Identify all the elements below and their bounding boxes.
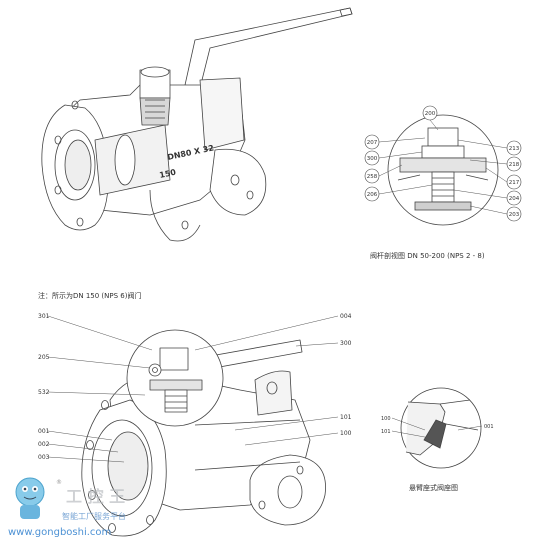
callout-301: 301 <box>38 313 50 320</box>
callout-207: 207 <box>364 134 380 150</box>
callout-200: 200 <box>422 105 438 121</box>
watermark: ® 工 控 王 智能工厂服务平台 www.gongboshi.com <box>8 477 126 538</box>
callout-100: 100 <box>340 430 352 437</box>
stamp-line-2: 150 <box>159 168 178 180</box>
svg-text:200: 200 <box>425 111 436 117</box>
mascot-icon <box>15 477 45 519</box>
watermark-url: www.gongboshi.com <box>8 527 111 538</box>
callout-217: 217 <box>506 174 522 190</box>
callout-300: 300 <box>364 150 380 166</box>
callout-003: 003 <box>38 454 50 461</box>
seat-detail-caption: 悬臂座式阀座图 <box>409 483 458 492</box>
svg-text:213: 213 <box>509 146 520 152</box>
note-text: 注：所示为DN 150 (NPS 6)阀门 <box>38 291 141 300</box>
callout-002: 002 <box>38 441 50 448</box>
svg-text:204: 204 <box>509 196 520 202</box>
callout-203: 203 <box>506 206 522 222</box>
callout-213: 213 <box>506 140 522 156</box>
top-valve-drawing <box>41 7 353 242</box>
watermark-subtitle: 智能工厂服务平台 <box>62 511 126 521</box>
svg-text:203: 203 <box>509 212 520 218</box>
callout-101: 101 <box>340 414 352 421</box>
callout-004: 004 <box>340 313 352 320</box>
bottom-leader-lines <box>47 315 339 463</box>
callout-300: 300 <box>340 340 352 347</box>
seat-callout-100: 100 <box>381 416 391 422</box>
watermark-brand: 工 控 王 <box>66 487 125 506</box>
stem-detail-callouts: 200 207 300 258 206 213 218 217 <box>364 105 522 222</box>
callout-258: 258 <box>364 168 380 184</box>
svg-text:206: 206 <box>367 192 378 198</box>
callout-205: 205 <box>38 354 50 361</box>
seat-detail-leaders <box>391 417 483 439</box>
bottom-callouts: 301 205 532 001 002 003 004 300 101 100 <box>38 313 352 461</box>
stem-detail-drawing <box>387 114 499 226</box>
svg-text:218: 218 <box>509 162 520 168</box>
svg-text:207: 207 <box>367 140 378 146</box>
callout-532: 532 <box>38 389 50 396</box>
seat-callout-001: 001 <box>484 424 494 430</box>
svg-text:258: 258 <box>367 174 378 180</box>
bottom-valve-drawing <box>81 329 326 537</box>
seat-callout-101: 101 <box>381 429 391 435</box>
svg-text:217: 217 <box>509 180 520 186</box>
callout-001: 001 <box>38 428 50 435</box>
seat-detail-drawing <box>400 387 482 469</box>
watermark-mark: ® <box>56 479 62 486</box>
callout-218: 218 <box>506 156 522 172</box>
callout-206: 206 <box>364 186 380 202</box>
svg-text:300: 300 <box>367 156 378 162</box>
stem-detail-caption: 阀杆剖视图 DN 50-200 (NPS 2 - 8) <box>370 251 485 260</box>
callout-204: 204 <box>506 190 522 206</box>
